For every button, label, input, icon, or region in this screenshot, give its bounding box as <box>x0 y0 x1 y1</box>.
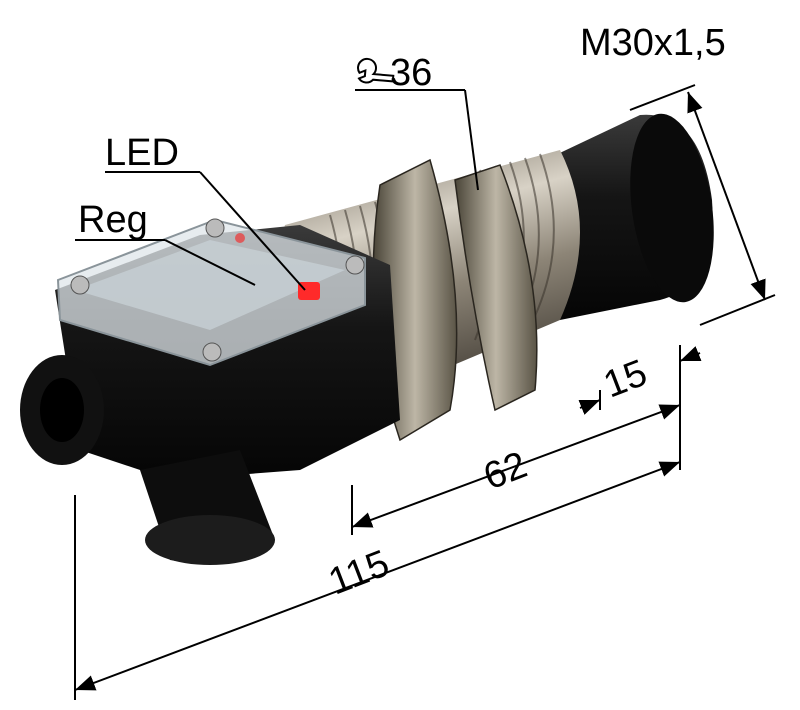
dim-thread-free-label: 15 <box>598 352 653 406</box>
wrench-icon <box>357 57 395 84</box>
thread-label: M30x1,5 <box>580 22 726 64</box>
reg-label: Reg <box>78 199 148 241</box>
dim-body-label: 62 <box>478 444 533 498</box>
hex-nut-front <box>454 164 538 412</box>
dimension-lines <box>74 84 776 700</box>
transparent-cover <box>56 218 366 367</box>
leader-lines <box>75 89 479 291</box>
led-indicator <box>298 282 320 300</box>
dim-total-label: 115 <box>323 542 395 603</box>
wrench-size-label: 36 <box>390 52 432 94</box>
led-label: LED <box>105 132 179 174</box>
